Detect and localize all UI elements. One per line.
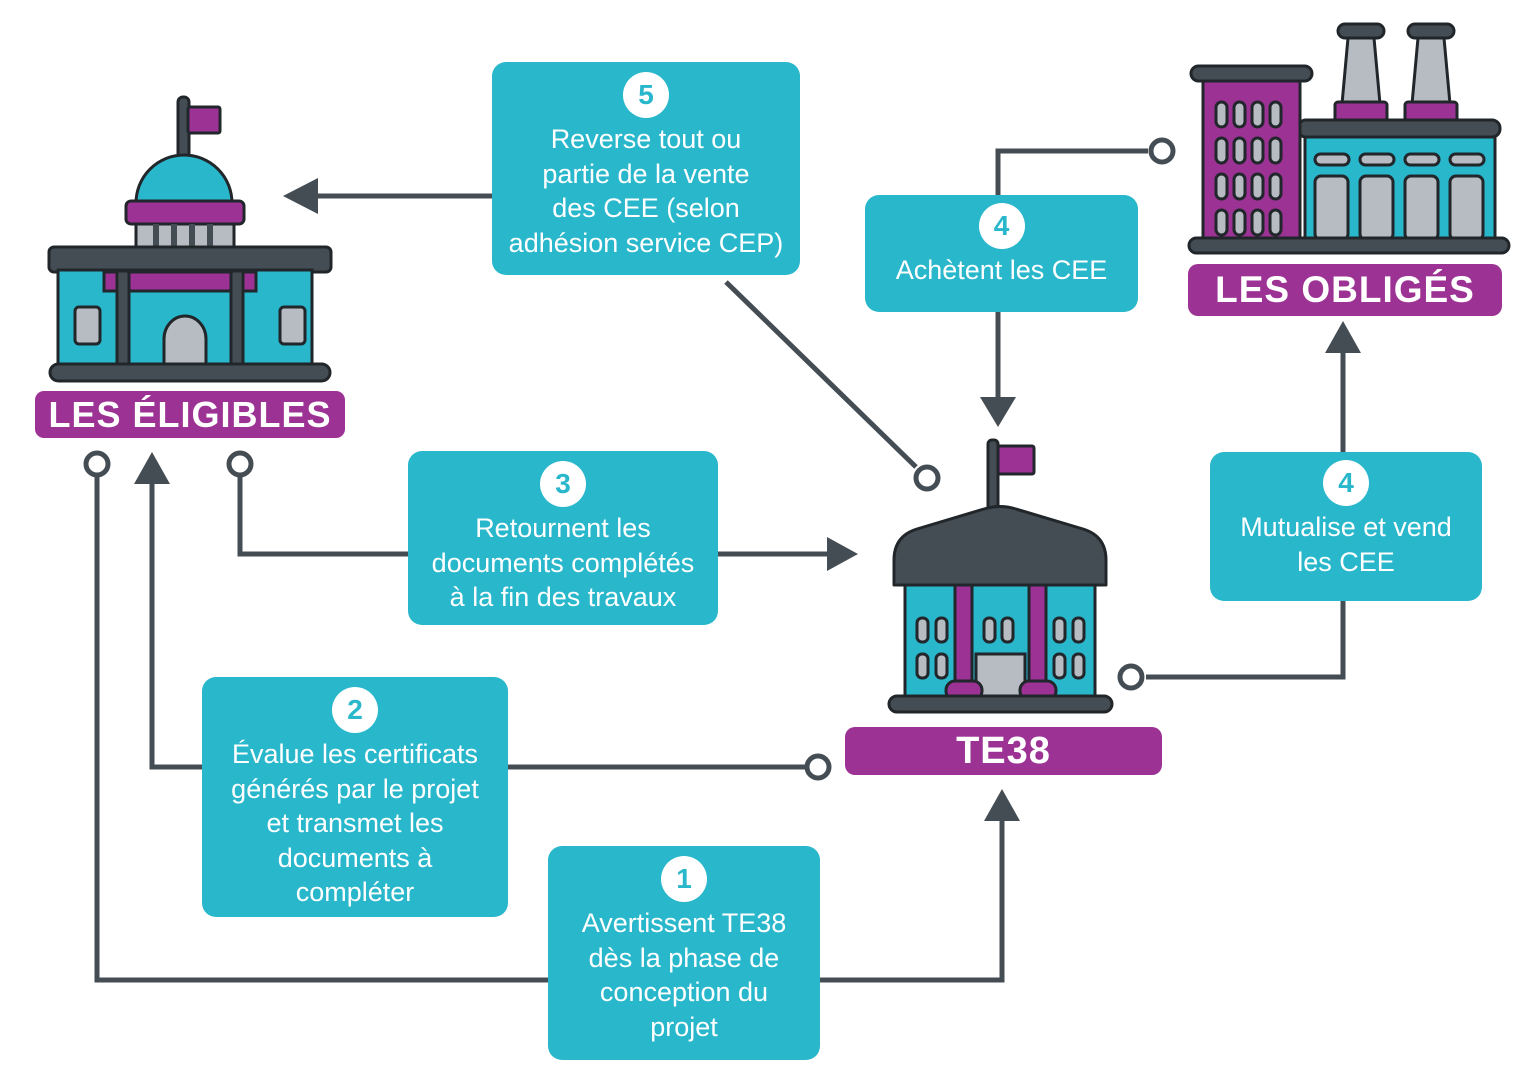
step-label: Avertissent TE38 dès la phase de concept… bbox=[581, 908, 787, 1042]
step-label: Retournent les documents complétés à la … bbox=[431, 513, 695, 613]
step-label: Mutualise et vend les CEE bbox=[1240, 512, 1452, 577]
capitol-building-icon bbox=[40, 88, 340, 386]
step-number-badge: 2 bbox=[332, 687, 378, 733]
connector-step4sell-to-obliges bbox=[1325, 321, 1361, 452]
step-number-badge: 1 bbox=[661, 856, 707, 902]
connector-te38-to-step4sell bbox=[1117, 601, 1346, 691]
connector-step4buy-to-te38 bbox=[980, 310, 1016, 427]
step-label: Évalue les certificats générés par le pr… bbox=[231, 739, 479, 908]
connector-eligibles-to-step1 bbox=[83, 450, 548, 983]
connector-step5-to-eligibles bbox=[283, 178, 492, 214]
bank-building-icon bbox=[883, 428, 1118, 714]
step-box-3: 3 Retournent les documents complétés à l… bbox=[408, 451, 718, 625]
connector-step2-to-eligibles bbox=[134, 452, 204, 770]
connector-step5-to-te38 bbox=[724, 280, 941, 492]
connector-step3-to-te38 bbox=[716, 537, 858, 571]
eligibles-banner: LES ÉLIGIBLES bbox=[35, 391, 345, 438]
step-box-4-sell: 4 Mutualise et vend les CEE bbox=[1210, 452, 1482, 601]
step-label: Achètent les CEE bbox=[895, 255, 1108, 285]
connector-te38-to-step2 bbox=[508, 753, 832, 781]
step-box-5: 5 Reverse tout ou partie de la vente des… bbox=[492, 62, 800, 275]
connector-step1-to-te38 bbox=[819, 789, 1020, 983]
eligibles-label: LES ÉLIGIBLES bbox=[48, 393, 332, 435]
step-number-badge: 4 bbox=[978, 203, 1025, 249]
step-box-1: 1 Avertissent TE38 dès la phase de conce… bbox=[548, 846, 820, 1060]
step-box-4-buy: 4 Achètent les CEE bbox=[865, 195, 1138, 312]
obliges-banner: LES OBLIGÉS bbox=[1188, 264, 1502, 316]
step-number-badge: 5 bbox=[623, 72, 669, 118]
step-label: Reverse tout ou partie de la vente des C… bbox=[508, 124, 784, 258]
obliges-label: LES OBLIGÉS bbox=[1215, 269, 1475, 310]
factory-building-icon bbox=[1187, 14, 1511, 255]
te38-banner: TE38 bbox=[845, 727, 1162, 775]
connector-eligibles-to-step3 bbox=[226, 450, 410, 557]
step-number-badge: 3 bbox=[540, 461, 586, 507]
step-number-badge: 4 bbox=[1323, 460, 1369, 506]
step-box-2: 2 Évalue les certificats générés par le … bbox=[202, 677, 508, 917]
te38-label: TE38 bbox=[956, 729, 1051, 772]
connector-obliges-to-step4buy bbox=[995, 137, 1176, 196]
